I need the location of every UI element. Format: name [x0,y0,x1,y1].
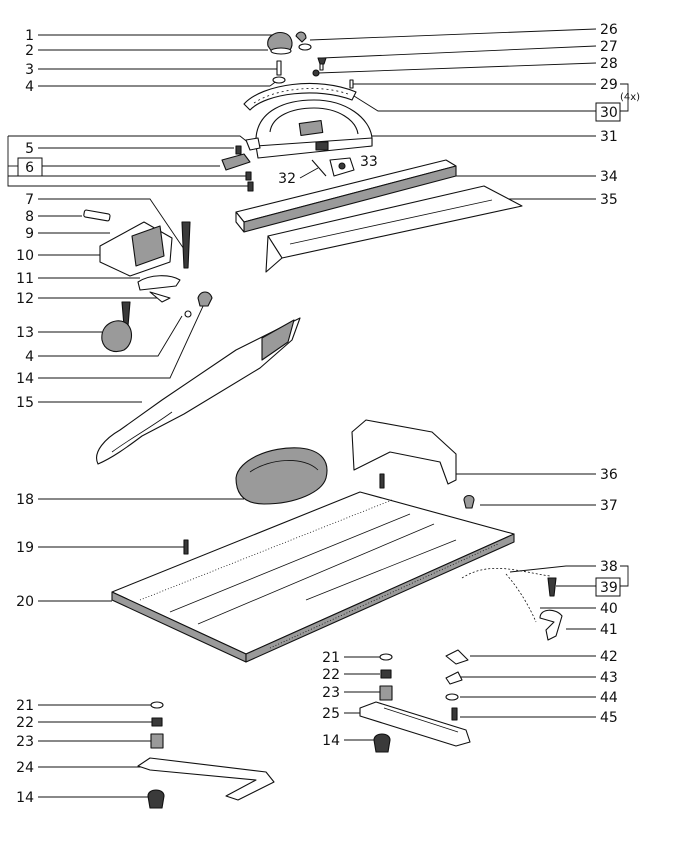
part-foot-left [147,789,165,809]
callout-31: 31 [600,129,618,145]
part-base-table [111,491,515,663]
part-fence-rail [235,159,457,233]
callout-11: 11 [16,271,34,287]
callout-44: 44 [600,690,618,706]
callout-36: 36 [600,467,618,483]
callout-30: 30 [600,105,618,121]
part-screw-washer-top [272,60,286,84]
callout-9: 9 [25,226,34,242]
callout-26: 26 [600,22,618,38]
part-stack-right [379,653,393,701]
callout-14-lower-left: 14 [16,790,34,806]
part-dust-cover [235,447,328,505]
part-chain-clip [461,567,563,641]
callout-22-left: 22 [16,715,34,731]
callout-labels-right: 26 27 28 29 30 (4x) 31 32 33 34 35 36 37… [278,22,640,749]
callout-1: 1 [25,28,34,44]
callout-6: 6 [25,160,34,176]
callout-34: 34 [600,169,618,185]
callout-3: 3 [25,62,34,78]
part-pin-clip [311,157,355,177]
callout-19: 19 [16,540,34,556]
callout-22-right: 22 [322,667,340,683]
callout-39: 39 [600,580,618,596]
callout-labels-left: 1 2 3 4 5 6 7 8 9 10 11 12 13 4 14 15 18… [16,28,34,806]
part-push-stick [96,317,301,465]
callout-23-left: 23 [16,734,34,750]
callout-21-left: 21 [16,698,34,714]
box-30 [595,102,621,122]
box-39 [595,577,621,597]
callout-42: 42 [600,649,618,665]
callout-25: 25 [322,706,340,722]
part-guard-nut [463,494,475,509]
box-6 [17,157,43,177]
callout-15: 15 [16,395,34,411]
callout-35: 35 [600,192,618,208]
part-hardware-right [445,649,469,721]
callout-23-right: 23 [322,685,340,701]
part-fence-plate [265,185,523,273]
callout-8: 8 [25,209,34,225]
part-stack-left [150,701,164,749]
part-clamp-bracket [221,137,261,192]
callout-29: 29 [600,77,618,93]
callout-43: 43 [600,670,618,686]
callout-13: 13 [16,325,34,341]
callout-12: 12 [16,291,34,307]
callout-24: 24 [16,760,34,776]
leader-lines [7,28,629,798]
callout-40: 40 [600,601,618,617]
callout-27: 27 [600,39,618,55]
part-handle-knob [101,291,213,353]
callout-10: 10 [16,248,34,264]
callout-5: 5 [25,141,34,157]
callout-4-lower: 4 [25,349,34,365]
callout-7: 7 [25,192,34,208]
callout-30-quantity: (4x) [620,92,640,103]
callout-2: 2 [25,43,34,59]
part-angle-scale [243,83,357,111]
callout-14-upper: 14 [16,371,34,387]
callout-41: 41 [600,622,618,638]
callout-28: 28 [600,56,618,72]
callout-20: 20 [16,594,34,610]
part-miter-gauge [255,99,373,159]
callout-14-lower-right: 14 [322,733,340,749]
part-slide-holder [83,209,191,303]
callout-4: 4 [25,79,34,95]
callout-45: 45 [600,710,618,726]
callout-33: 33 [360,154,378,170]
callout-18: 18 [16,492,34,508]
callout-32: 32 [278,171,296,187]
part-foot-right [373,733,391,753]
part-small-fasteners [298,43,354,89]
part-slide-rail [359,701,471,747]
part-blade-guard [351,419,457,485]
callout-37: 37 [600,498,618,514]
callout-21-right: 21 [322,650,340,666]
part-knob [267,31,307,55]
part-support-bracket [137,757,275,801]
part-screw-19 [183,473,385,555]
callout-38: 38 [600,559,618,575]
